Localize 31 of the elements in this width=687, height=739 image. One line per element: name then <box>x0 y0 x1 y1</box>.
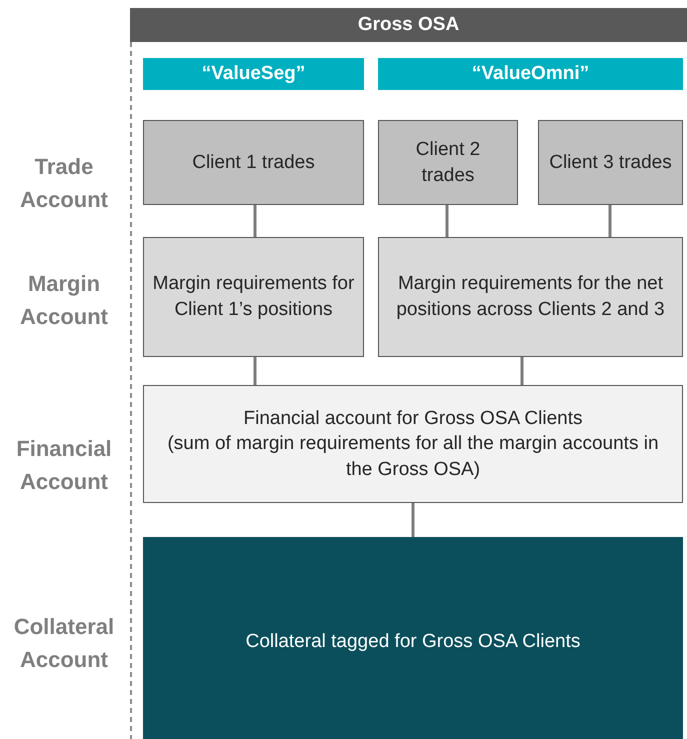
header-bar <box>130 8 687 42</box>
group-header <box>378 58 683 90</box>
connector-line <box>608 205 612 237</box>
row-label: Financial Account <box>15 435 113 496</box>
box-text: Margin requirements for Client 1’s positions <box>152 272 355 322</box>
box-text: Client 1 trades <box>192 150 315 175</box>
trade-box <box>143 120 364 205</box>
collateral-box <box>143 537 683 739</box>
box-text: Financial account for Gross OSA Clients <box>244 406 582 431</box>
box-text: (sum of margin requirements for all the margin accounts in the Gross OSA) <box>166 432 660 482</box>
box-text: “ValueSeg” <box>202 62 306 86</box>
margin-box <box>378 237 683 357</box>
row-label: Trade Account <box>19 153 109 214</box>
trade-box <box>378 120 518 205</box>
box-text: Gross OSA <box>358 13 460 38</box>
connector-line <box>520 357 524 385</box>
box-text: Client 2 trades <box>414 138 482 188</box>
connector-line <box>254 205 256 237</box>
financial-box <box>143 385 683 503</box>
connector-line <box>446 205 448 237</box>
box-text: Margin requirements for the net positions across Clients 2 and 3 <box>395 272 666 322</box>
connector-line <box>254 357 256 385</box>
group-header <box>143 58 364 90</box>
box-text: Collateral tagged for Gross OSA Clients <box>246 630 580 654</box>
connector-line <box>412 503 414 537</box>
box-text: Client 3 trades <box>549 150 672 175</box>
trade-box <box>538 120 683 205</box>
box-text: “ValueOmni” <box>472 62 590 86</box>
row-label: Margin Account <box>19 270 109 331</box>
row-label: Collateral Account <box>12 613 116 674</box>
margin-box <box>143 237 364 357</box>
